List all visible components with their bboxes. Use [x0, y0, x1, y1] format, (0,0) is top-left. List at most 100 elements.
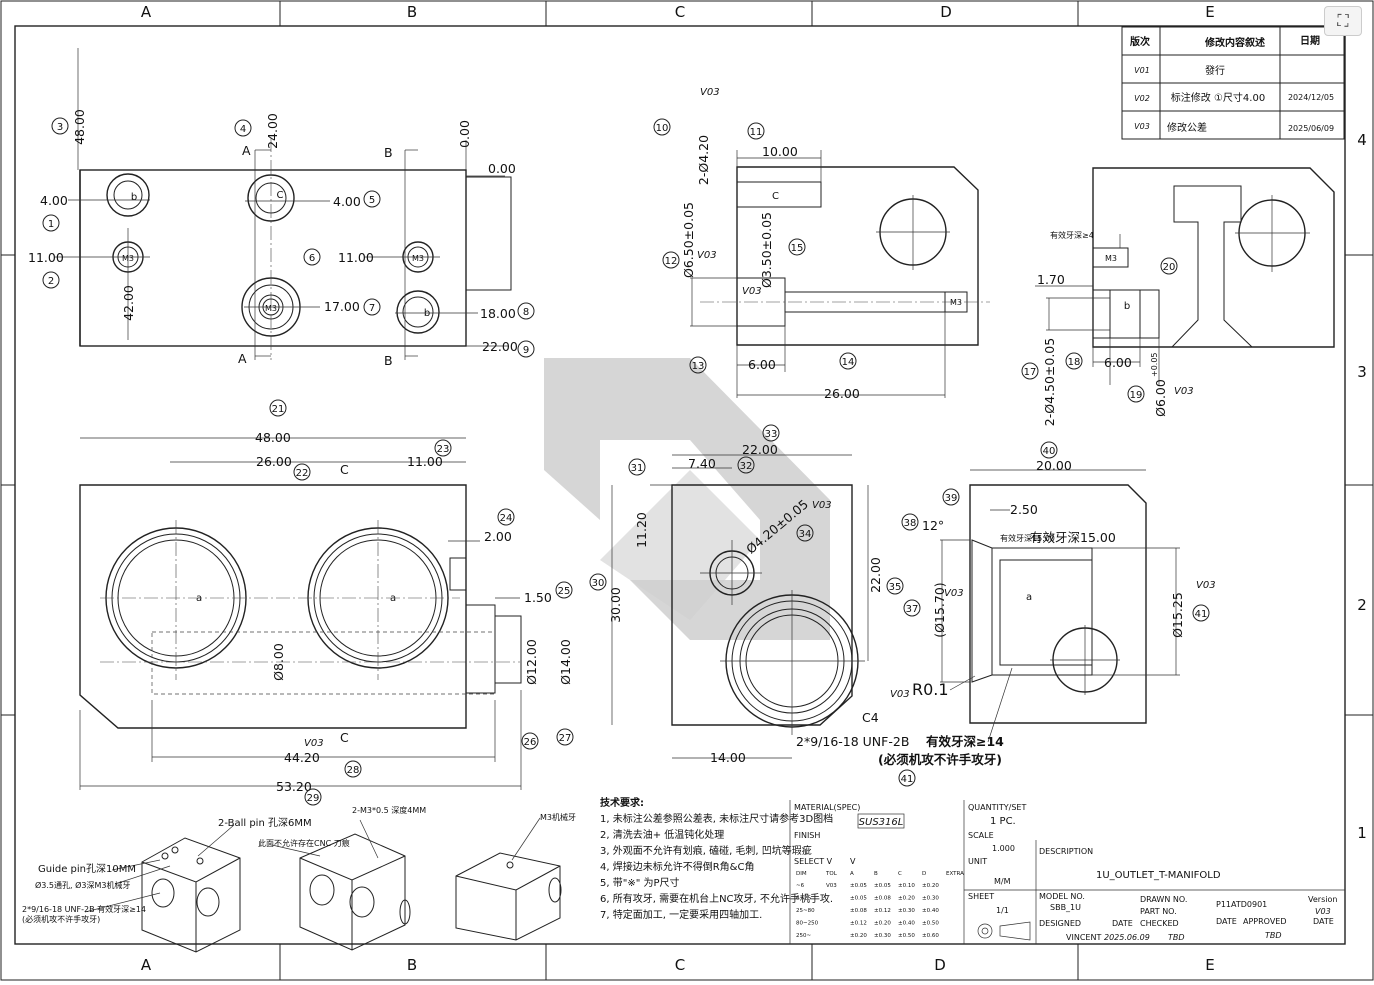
- front-dim-26: 26.00: [256, 454, 292, 469]
- balloon-23: 23: [437, 444, 450, 455]
- tb-checked-label: CHECKED: [1140, 919, 1179, 928]
- top-dim-42: 42.00: [121, 285, 136, 321]
- balloon-19: 19: [1130, 390, 1143, 401]
- section-c-thread-depth: 有效牙深15.00: [1000, 533, 1055, 543]
- front-dim-8: Ø8.00: [271, 643, 286, 681]
- zone-col-d-top: D: [940, 3, 952, 21]
- tb-designer: VINCENT: [1066, 933, 1101, 942]
- side-dim-22-right: 22.00: [868, 557, 883, 593]
- balloon-22: 22: [296, 468, 309, 479]
- top-dim-48: 48.00: [72, 109, 87, 145]
- zone-col-e-bottom: E: [1205, 956, 1214, 974]
- tol-cell: ±0.40: [898, 921, 915, 927]
- balloons-side: 30 31 32 33 34 35: [589, 424, 904, 595]
- rev-row2-desc: 标注修改 ①尺寸4.00: [1171, 91, 1265, 104]
- balloon-27: 27: [559, 733, 572, 744]
- zone-col-c-bottom: C: [675, 956, 685, 974]
- tech-req-5: 5, 带"※" 为P尺寸: [600, 876, 680, 889]
- section-a-ver-top: V03: [700, 87, 720, 98]
- tb-version: V03: [1315, 907, 1331, 916]
- section-c-ver-1: V03: [944, 588, 964, 599]
- front-dim-4420: 44.20: [284, 750, 320, 765]
- tb-finish-label: FINISH: [794, 831, 820, 840]
- tech-req-title: 技术要求:: [600, 796, 644, 809]
- balloon-3: 3: [57, 122, 63, 133]
- balloon-12: 12: [665, 256, 678, 267]
- tol-cell: ±0.50: [922, 921, 939, 927]
- tol-cell: 6~25: [796, 896, 812, 902]
- iso-note-thread: 2*9/16-18 UNF-2B 有效牙深≥14: [22, 904, 146, 914]
- hole-mark-c: C: [277, 190, 284, 201]
- tb-date-label: DATE: [1112, 919, 1133, 928]
- tol-cell: ±0.12: [850, 921, 867, 927]
- tol-cell: ~6: [796, 883, 805, 889]
- zone-col-e-top: E: [1205, 3, 1214, 21]
- tol-cell: ±0.05: [874, 883, 891, 889]
- expand-icon[interactable]: ⛶: [1324, 6, 1362, 36]
- tb-select-v: V: [850, 857, 856, 866]
- tb-unit: M/M: [994, 877, 1011, 886]
- balloon-6: 6: [309, 253, 315, 264]
- balloons-section-c: 37 38 39 40 41 41: [898, 441, 1210, 787]
- balloon-34: 34: [799, 529, 812, 540]
- section-a-mark-c: C: [772, 191, 779, 202]
- hole-mark-m3-3: M3: [412, 254, 424, 263]
- balloon-28: 28: [347, 765, 360, 776]
- rev-header-desc: 修改内容叙述: [1204, 36, 1265, 49]
- front-dim-48: 48.00: [255, 430, 291, 445]
- tb-unit-label: UNIT: [968, 857, 987, 866]
- balloon-2: 2: [48, 276, 54, 287]
- top-dim-24: 24.00: [265, 113, 280, 149]
- balloon-15: 15: [791, 243, 804, 254]
- balloon-10: 10: [656, 123, 669, 134]
- section-c-dim-15: 有效牙深15.00: [1030, 530, 1116, 545]
- tol-header: D: [922, 871, 926, 877]
- zone-row-4: 4: [1357, 131, 1367, 149]
- balloon-7: 7: [369, 303, 375, 314]
- balloon-29: 29: [307, 793, 320, 804]
- top-dim-4-center: 4.00: [333, 194, 361, 209]
- top-dim-17: 17.00: [324, 299, 360, 314]
- section-b-dim-6dia: Ø6.00: [1153, 379, 1168, 417]
- tol-header: TOL: [825, 871, 838, 877]
- section-mark-a-top: A: [242, 143, 251, 158]
- isometric-views: 2-Ball pin 孔深6MM Guide pin孔深10MM Ø3.5通孔,…: [22, 805, 576, 953]
- tech-req-1: 1, 未标注公差参照公差表, 未标注尺寸请参考3D图档: [600, 812, 833, 825]
- top-view: 0.00 48.00 24.00 0.00 4.00 4.00 11.00 11…: [28, 48, 535, 368]
- front-dim-150: 1.50: [524, 590, 552, 605]
- balloon-41-bottom: 41: [901, 774, 914, 785]
- tol-cell: 80~250: [796, 921, 819, 927]
- tb-designed-label: DESIGNED: [1039, 919, 1081, 928]
- zone-labels: A B C D E A B C D E 4 3 2 1: [141, 3, 1367, 974]
- side-dim-22-top: 22.00: [742, 442, 778, 457]
- front-section-c-bottom: C: [340, 730, 349, 745]
- section-c-ver-3: V03: [890, 689, 910, 700]
- section-a-ver-650: V03: [697, 250, 717, 261]
- balloons-front: 21 22 23 24 25 26 27 28 29: [269, 399, 574, 806]
- iso-note-no-cnc: 此面不允许存在CNC 刀痕: [258, 838, 350, 848]
- tb-scale: 1.000: [992, 844, 1015, 853]
- balloon-4: 4: [240, 124, 246, 135]
- zone-col-c-top: C: [675, 3, 685, 21]
- zone-col-a-bottom: A: [141, 956, 152, 974]
- tol-cell: ±0.20: [898, 896, 915, 902]
- tol-cell: ±0.40: [922, 908, 939, 914]
- tol-cell: ±0.10: [898, 883, 915, 889]
- balloon-32: 32: [740, 461, 753, 472]
- iso-view-3: M3机械牙: [455, 812, 576, 941]
- zone-row-2: 2: [1357, 596, 1367, 614]
- tb-sheet-label: SHEET: [968, 892, 994, 901]
- balloon-1: 1: [48, 219, 54, 230]
- front-dim-11: 11.00: [407, 454, 443, 469]
- side-dim-14: 14.00: [710, 750, 746, 765]
- front-section-c-top: C: [340, 462, 349, 477]
- rev-row1-desc: 發行: [1205, 64, 1225, 77]
- tech-req-3: 3, 外观面不允许有划痕, 磕碰, 毛刺, 凹坑等瑕疵: [600, 844, 812, 857]
- tol-cell: ±0.05: [850, 896, 867, 902]
- section-c-dim-1525: Ø15.25: [1170, 592, 1185, 638]
- section-mark-b-bottom: B: [384, 353, 393, 368]
- section-c-angle: 12°: [922, 518, 944, 533]
- section-c-mark-a: a: [1026, 592, 1032, 603]
- balloon-33: 33: [765, 429, 778, 440]
